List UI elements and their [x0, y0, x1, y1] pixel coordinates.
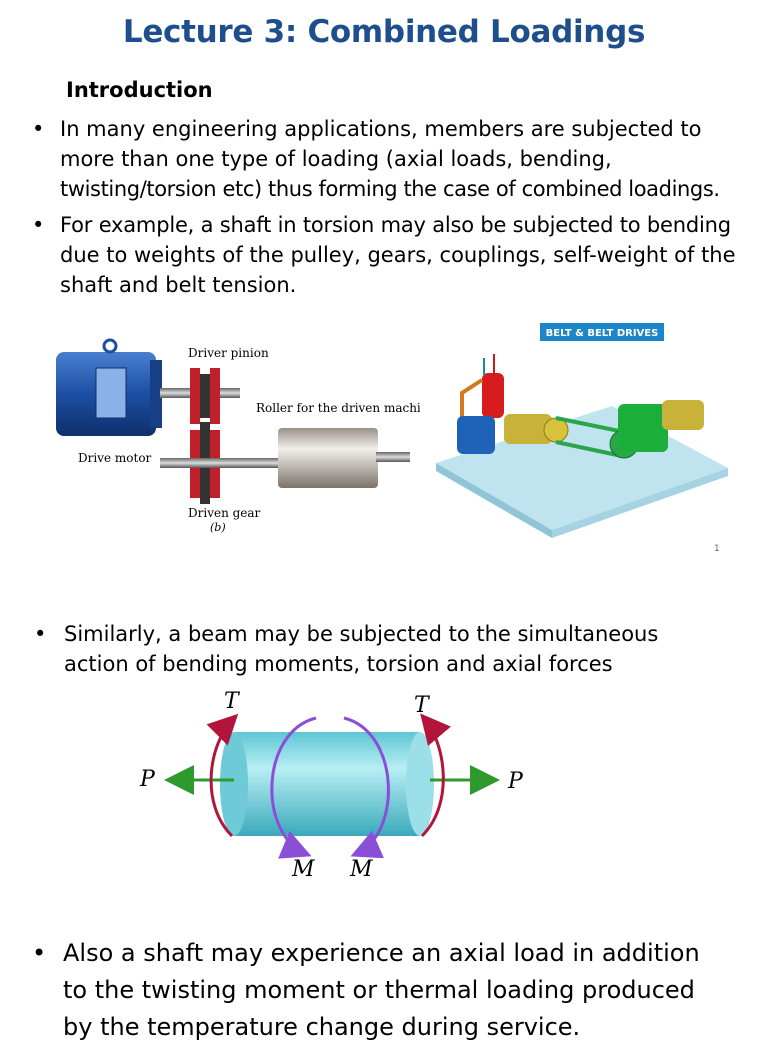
text-line: In many engineering applications, member… [60, 117, 702, 141]
section-heading: Introduction [66, 78, 213, 102]
label-roller: Roller for the driven machine [256, 401, 420, 415]
bullet-marker: • [32, 939, 47, 967]
text-line: more than one type of loading (axial loa… [60, 147, 612, 171]
moment-arc-right [343, 716, 390, 859]
label-drive-motor: Drive motor [78, 451, 152, 465]
belt [555, 416, 625, 458]
belt-drive-figure: BELT & BELT DRIVES [432, 318, 732, 540]
bullet-marker: • [32, 117, 45, 141]
torque-arc-left [206, 713, 239, 838]
bullet-text: In many engineering applications, member… [60, 114, 720, 204]
roller-shape [278, 428, 410, 488]
label-part: (b) [210, 521, 226, 534]
belt-banner [540, 323, 664, 341]
label-moment-right: M [349, 857, 373, 880]
cylinder [220, 732, 434, 836]
bullet-text: For example, a shaft in torsion may also… [60, 210, 736, 300]
belt-banner-text: BELT & BELT DRIVES [546, 328, 659, 339]
text-line: shaft and belt tension. [60, 273, 297, 297]
beam-loading-figure: T T P P M M [139, 689, 524, 880]
moment-arc-left [270, 716, 317, 859]
label-torque-right: T [414, 693, 431, 718]
label-moment-left: M [291, 857, 315, 880]
torque-arc-right [420, 713, 451, 838]
label-axial-right: P [507, 769, 524, 794]
text-line: due to weights of the pulley, gears, cou… [60, 243, 736, 267]
bullet-marker: • [34, 622, 47, 646]
label-driver-pinion: Driver pinion [188, 346, 269, 360]
bullet-text: Similarly, a beam may be subjected to th… [64, 619, 658, 679]
driver-pinion-shape [190, 368, 220, 424]
page-title: Lecture 3: Combined Loadings [122, 14, 646, 50]
label-driven-gear: Driven gear [188, 506, 261, 520]
bullet-marker: • [32, 213, 45, 237]
text-line: by the temperature change during service… [63, 1013, 581, 1041]
text-line: action of bending moments, torsion and a… [64, 652, 613, 676]
text-line: twisting/torsion etc) thus forming the c… [60, 177, 720, 201]
text-line: to the twisting moment or thermal loadin… [63, 976, 695, 1004]
label-torque-left: T [224, 689, 241, 714]
engine-assembly [609, 400, 704, 459]
driven-gear-shape [160, 422, 286, 504]
gear-drive-figure: Driver pinion Roller for the driven mach… [56, 338, 420, 534]
text-line: Also a shaft may experience an axial loa… [63, 939, 700, 967]
label-axial-left: P [139, 767, 156, 792]
drive-motor-shape [56, 338, 162, 436]
pump-assembly [457, 354, 569, 454]
page-number: 1 [714, 544, 720, 554]
bullet-text: Also a shaft may experience an axial loa… [63, 935, 700, 1046]
text-line: For example, a shaft in torsion may also… [60, 213, 731, 237]
text-line: Similarly, a beam may be subjected to th… [64, 622, 659, 646]
